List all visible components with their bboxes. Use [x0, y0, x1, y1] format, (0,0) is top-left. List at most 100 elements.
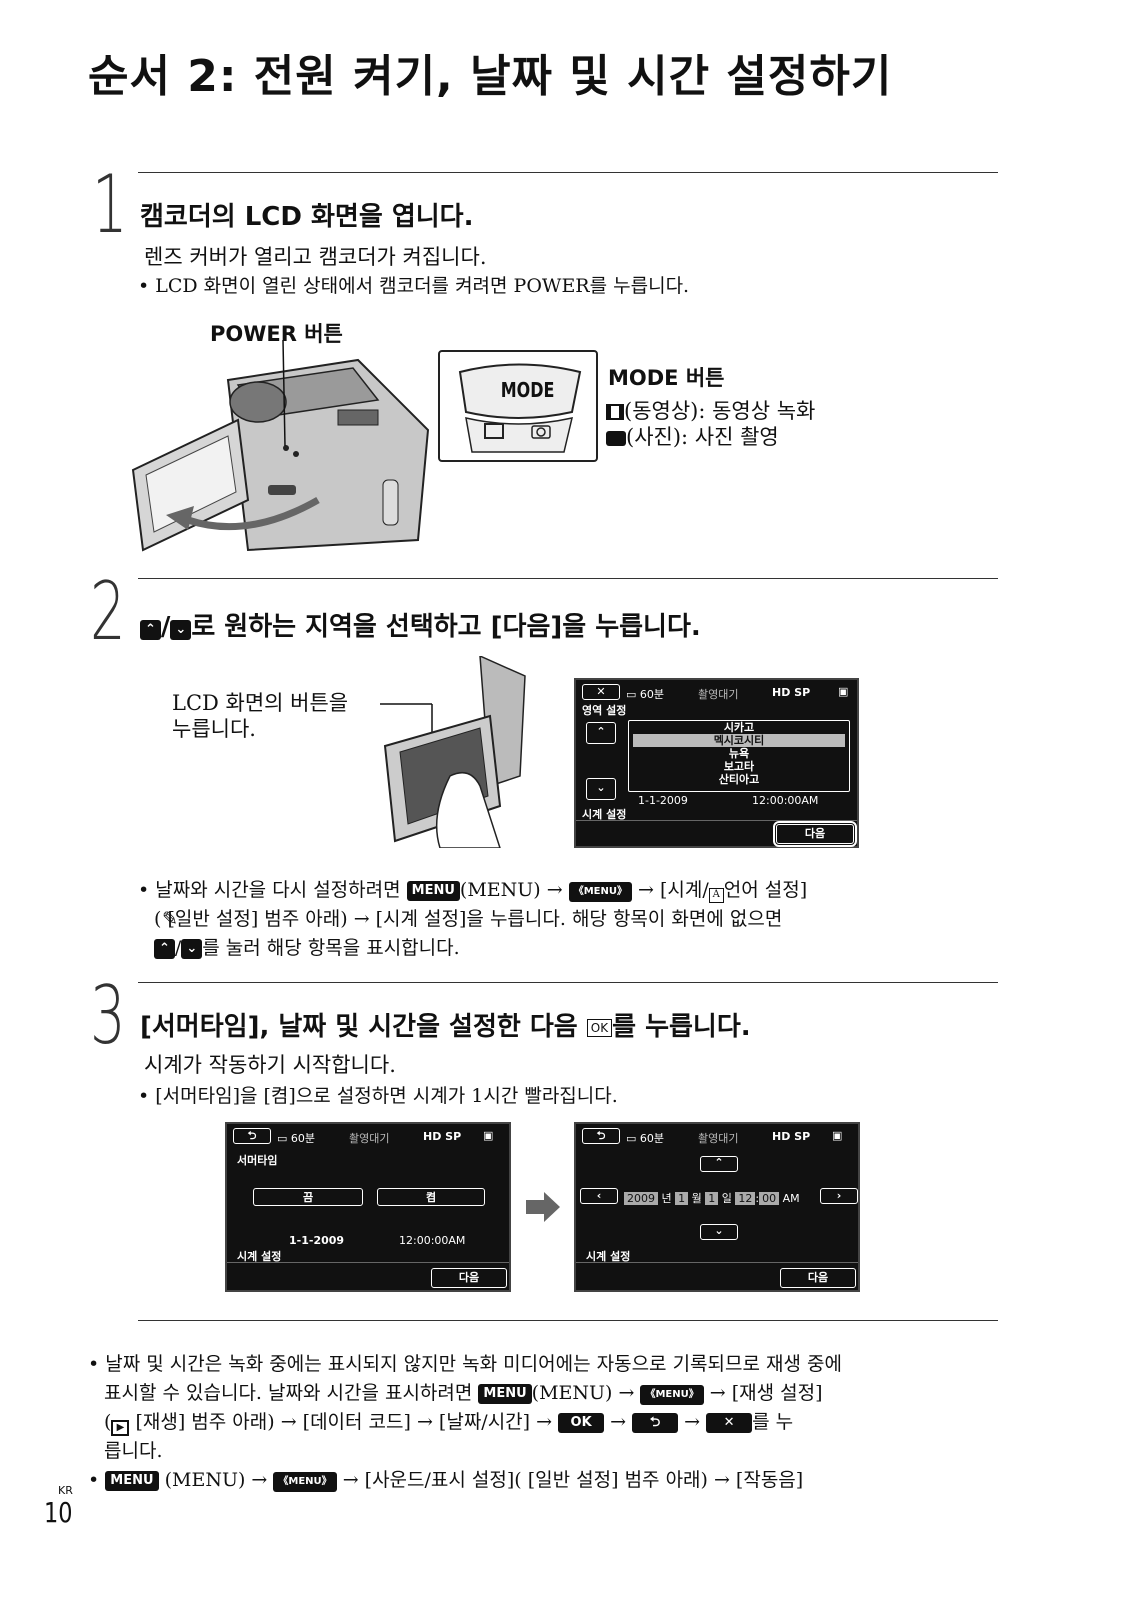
- screen-divider: [227, 1262, 509, 1263]
- step2-heading: ⌃/⌄로 원하는 지역을 선택하고 [다음]을 누릅니다.: [140, 606, 701, 643]
- ampm-field[interactable]: AM: [782, 1192, 800, 1205]
- media-icon: ▣: [832, 1129, 843, 1142]
- mode-photo-line: (사진): 사진 촬영: [606, 422, 779, 452]
- day-field[interactable]: 1: [705, 1192, 719, 1205]
- menu-sub-key-icon: 《MENU》: [568, 882, 632, 902]
- back-button[interactable]: ⮌: [233, 1128, 271, 1144]
- field-left-button[interactable]: ‹: [580, 1188, 618, 1204]
- value-down-button[interactable]: ⌄: [700, 1224, 738, 1240]
- city-item[interactable]: 뉴욕: [728, 747, 750, 760]
- status-text: 촬영대기: [698, 688, 739, 701]
- battery-indicator: ▭ 60분: [626, 1132, 665, 1145]
- language-icon: A: [708, 888, 724, 903]
- screen-footer-label: 시계 설정: [237, 1250, 282, 1263]
- play-icon: ▶: [111, 1420, 130, 1436]
- quality-badge: HD SP: [423, 1130, 462, 1143]
- step3-number: 3: [90, 969, 126, 1062]
- down-arrow-icon: ⌄: [181, 939, 203, 959]
- quality-badge: HD SP: [772, 686, 811, 699]
- screen-footer-label: 시계 설정: [582, 808, 627, 821]
- mode-button-closeup: [458, 363, 582, 453]
- summer-time-on-button[interactable]: 켬: [377, 1188, 485, 1206]
- next-button[interactable]: 다음: [773, 821, 857, 847]
- mode-movie-line: (동영상): 동영상 녹화: [606, 396, 815, 426]
- menu-sub-key-icon: 《MENU》: [640, 1385, 704, 1405]
- up-arrow-icon: ⌃: [154, 939, 175, 959]
- back-button[interactable]: ⮌: [582, 1128, 620, 1144]
- down-arrow-icon: ⌄: [170, 620, 192, 640]
- screen-time: 12:00:00AM: [752, 794, 819, 807]
- step3-rule: [138, 982, 998, 983]
- date-time-screen: ⮌ ▭ 60분 촬영대기 HD SP ▣ ⌃ ‹ 2009 년 1 월 1 일 …: [574, 1122, 860, 1292]
- page-number: 10: [44, 1496, 73, 1529]
- menu-key-icon: MENU: [105, 1471, 159, 1491]
- scroll-up-button[interactable]: ⌃: [586, 722, 616, 744]
- camcorder-open-lcd-illustration: [131, 340, 430, 552]
- arrow-right-icon: [526, 1192, 560, 1222]
- screen-time: 12:00:00AM: [399, 1234, 466, 1247]
- step2-callout-line2: 누릅니다.: [172, 717, 256, 741]
- movie-icon: [606, 404, 624, 420]
- hour-field[interactable]: 12: [735, 1192, 756, 1205]
- city-item-selected[interactable]: 멕시코시티: [633, 734, 845, 747]
- screen-section-title: 서머타임: [237, 1154, 278, 1167]
- step2-number: 2: [90, 565, 126, 658]
- camera-icon: [606, 431, 626, 446]
- summer-time-screen: ⮌ ▭ 60분 촬영대기 HD SP ▣ 서머타임 끔 켬 1-1-2009 1…: [225, 1122, 511, 1292]
- year-field[interactable]: 2009: [624, 1192, 658, 1205]
- menu-key-icon: MENU: [406, 881, 460, 901]
- power-button-label: POWER 버튼: [210, 322, 343, 346]
- mode-word: MODE: [500, 378, 555, 402]
- media-icon: ▣: [483, 1129, 494, 1142]
- language-code: KR: [58, 1484, 73, 1497]
- battery-indicator: ▭ 60분: [277, 1132, 316, 1145]
- battery-indicator: ▭ 60분: [626, 688, 665, 701]
- screen-divider: [576, 820, 857, 821]
- city-item[interactable]: 산티아고: [718, 773, 760, 786]
- note1-line4: 릅니다.: [104, 1440, 163, 1462]
- screen-footer-label: 시계 설정: [586, 1250, 631, 1263]
- date-time-fields[interactable]: 2009 년 1 월 1 일 12:00 AM: [624, 1190, 800, 1206]
- next-button[interactable]: 다음: [780, 1268, 856, 1288]
- up-arrow-icon: ⌃: [140, 620, 161, 640]
- media-icon: ▣: [838, 685, 849, 698]
- close-button[interactable]: ✕: [582, 684, 620, 700]
- step1-bullet: • LCD 화면이 열린 상태에서 캠코더를 켜려면 POWER를 누릅니다.: [138, 275, 690, 297]
- status-text: 촬영대기: [698, 1132, 739, 1145]
- city-item[interactable]: 시카고: [723, 721, 755, 734]
- scroll-down-button[interactable]: ⌄: [586, 778, 616, 800]
- city-item[interactable]: 보고타: [723, 760, 755, 773]
- ok-key-icon: OK: [586, 1019, 613, 1037]
- step2-callout-line1: LCD 화면의 버튼을: [172, 691, 349, 715]
- step1-desc: 렌즈 커버가 열리고 캠코더가 켜집니다.: [144, 245, 487, 269]
- step2-rule: [138, 578, 998, 579]
- return-key-icon: ⮌: [632, 1413, 679, 1433]
- close-key-icon: ✕: [706, 1413, 753, 1433]
- step2-note-line2: ✎( [일반 설정] 범주 아래) → [시계 설정]을 누릅니다. 해당 항목…: [154, 905, 782, 934]
- screen-divider: [576, 1262, 858, 1263]
- mode-button-label: MODE 버튼: [608, 366, 725, 390]
- menu-key-icon: MENU: [478, 1384, 532, 1404]
- step2-note-line3: ⌃/⌄를 눌러 해당 항목을 표시합니다.: [154, 934, 460, 963]
- note1-line3: (▶ [재생] 범주 아래) → [데이터 코드] → [날짜/시간] → OK…: [104, 1408, 793, 1437]
- page-title: 순서 2: 전원 켜기, 날짜 및 시간 설정하기: [88, 51, 893, 102]
- screen-date: 1-1-2009: [638, 794, 688, 807]
- summer-time-off-button[interactable]: 끔: [253, 1188, 363, 1206]
- field-right-button[interactable]: ›: [820, 1188, 858, 1204]
- status-text: 촬영대기: [349, 1132, 390, 1145]
- finger-touch-illustration: [380, 656, 526, 848]
- step3-bullet: • [서머타임]을 [켬]으로 설정하면 시계가 1시간 빨라집니다.: [138, 1085, 618, 1107]
- mode-callout-box: [438, 350, 598, 462]
- screen-section-title: 영역 설정: [582, 704, 627, 717]
- value-up-button[interactable]: ⌃: [700, 1156, 738, 1172]
- screen-date: 1-1-2009: [289, 1234, 345, 1247]
- step3-desc: 시계가 작동하기 시작합니다.: [144, 1053, 396, 1077]
- month-field[interactable]: 1: [675, 1192, 689, 1205]
- city-list[interactable]: 시카고 멕시코시티 뉴욕 보고타 산티아고: [628, 720, 850, 792]
- minute-field[interactable]: 00: [759, 1192, 780, 1205]
- wrench-icon: ✎: [162, 908, 178, 930]
- step1-heading: 캠코더의 LCD 화면을 엽니다.: [140, 202, 474, 232]
- next-button[interactable]: 다음: [431, 1268, 507, 1288]
- menu-sub-key-icon: 《MENU》: [273, 1472, 337, 1492]
